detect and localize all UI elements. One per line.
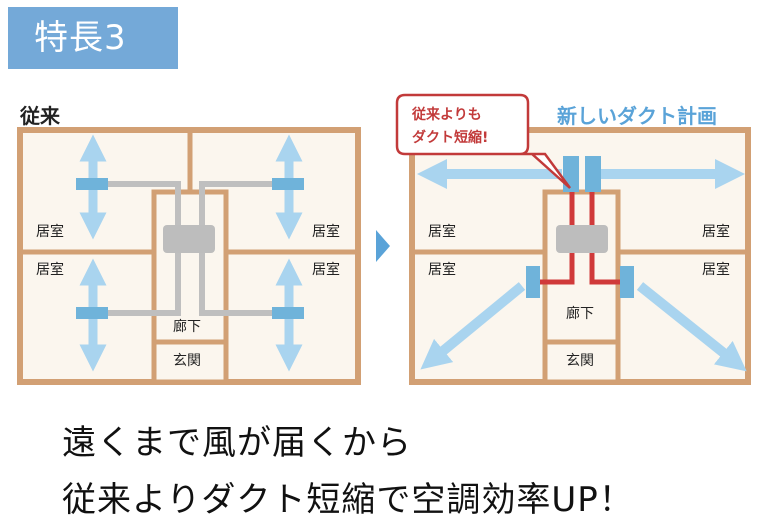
room-label: 居室 (702, 261, 730, 278)
vents (76, 178, 304, 319)
hallway-walls (151, 189, 229, 385)
room-label: 居室 (428, 261, 456, 278)
room-label: 居室 (312, 223, 340, 240)
entrance-label: 玄関 (566, 352, 594, 369)
room-label: 居室 (36, 223, 64, 240)
caption-line2: 従来よりダクト短縮で空調効率UP！ (62, 480, 634, 520)
next-arrow-icon (376, 230, 390, 262)
room-label: 居室 (702, 223, 730, 240)
new-duct-plan: 居室 居室 居室 居室 廊下 玄関 (409, 127, 751, 385)
air-handler-unit (556, 225, 608, 253)
gray-ducts (95, 181, 290, 316)
feature-badge: 特長3 (8, 7, 178, 69)
callout-line1: 従来よりも (411, 106, 482, 123)
conventional-plan: 居室 居室 居室 居室 廊下 玄関 (17, 127, 361, 385)
airflow-arrows (417, 159, 747, 372)
floor-plan-diagrams: 居室 居室 居室 居室 廊下 玄関 (17, 93, 751, 385)
hall-label: 廊下 (566, 305, 594, 322)
hall-label: 廊下 (173, 318, 201, 335)
entrance-label: 玄関 (173, 352, 201, 369)
new-duct-title: 新しいダクト計画 (557, 104, 717, 128)
callout-bubble: 従来よりも ダクト短縮! (395, 93, 572, 189)
callout-line2: ダクト短縮! (412, 129, 488, 146)
room-label: 居室 (36, 261, 64, 278)
room-label: 居室 (312, 261, 340, 278)
conventional-title: 従来 (20, 104, 60, 128)
room-label: 居室 (428, 223, 456, 240)
hallway-walls (542, 189, 621, 385)
caption-line1: 遠くまで風が届くから (62, 423, 412, 463)
air-handler-unit (163, 225, 215, 253)
